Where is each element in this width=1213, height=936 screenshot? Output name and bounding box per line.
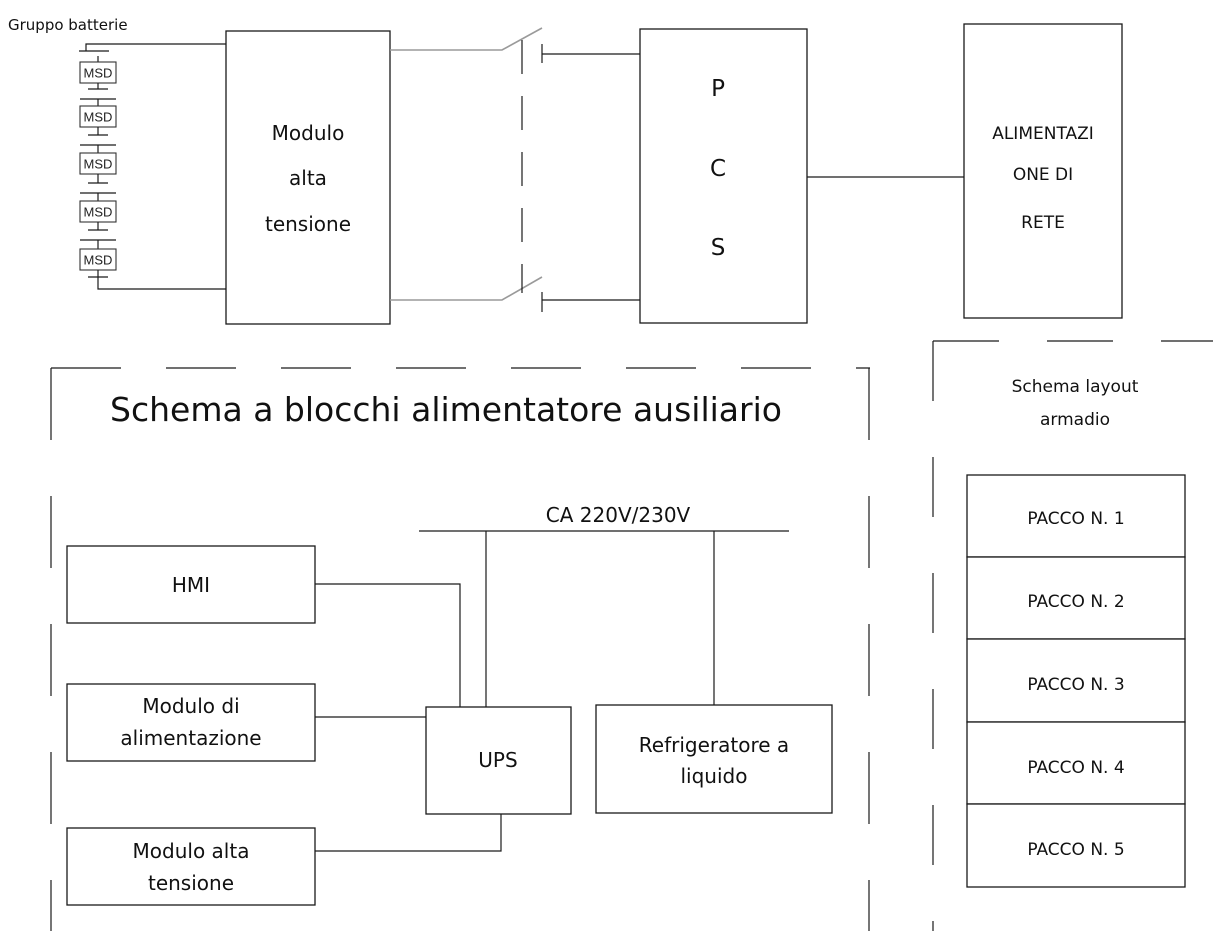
grid-supply-box (963, 23, 1123, 319)
pcs-letter-p: P (711, 76, 725, 102)
disconnector-upper-blade (390, 27, 543, 51)
ups-box (425, 706, 572, 815)
hmi-label: HMI (172, 573, 210, 597)
layout-title-line-1: Schema layout (1012, 377, 1139, 397)
pack-label-1: PACCO N. 1 (1027, 509, 1124, 529)
battery-negative-wire (97, 277, 226, 290)
power-module-box (66, 683, 316, 762)
pack-slot-2 (966, 556, 1186, 640)
hv-module-line-1: Modulo (272, 121, 345, 145)
pcs-box (639, 28, 808, 324)
layout-title-line-2: armadio (1040, 410, 1110, 430)
pack-slot-5 (966, 803, 1186, 888)
msd-label-2: MSD (84, 110, 113, 125)
ups-label: UPS (478, 748, 517, 772)
battery-positive-wire (85, 43, 226, 51)
msd-label-1: MSD (84, 66, 113, 81)
aux-hv-module-line-2: tensione (148, 871, 234, 895)
hmi-to-ups-wire (315, 583, 461, 707)
pack-slot-4 (966, 721, 1186, 805)
aux-supply-panel: Schema a blocchi alimentatore ausiliario… (50, 367, 870, 931)
hv-module-box (225, 30, 391, 325)
msd-label-4: MSD (84, 205, 113, 220)
disconnector-lower-blade (390, 276, 543, 301)
chiller-line-2: liquido (681, 764, 748, 788)
chiller-box (595, 704, 833, 814)
pack-label-5: PACCO N. 5 (1027, 840, 1124, 860)
pcs-unit: P C S (639, 28, 808, 324)
aux-hv-module-line-1: Modulo alta (133, 839, 250, 863)
pcs-letter-c: C (710, 156, 726, 182)
pack-slot-3 (966, 638, 1186, 723)
power-module-line-1: Modulo di (142, 694, 239, 718)
hv-module-to-ups-wire (315, 814, 502, 852)
power-module-line-2: alimentazione (120, 726, 261, 750)
cabinet-layout-panel: Schema layout armadio PACCO N. 1 PACCO N… (932, 340, 1213, 931)
msd-label-3: MSD (84, 157, 113, 172)
hv-module-top: Modulo alta tensione (225, 30, 391, 325)
chiller-line-1: Refrigeratore a (639, 733, 789, 757)
hv-module-line-3: tensione (265, 212, 351, 236)
aux-hv-module-box (66, 827, 316, 906)
msd-label-5: MSD (84, 253, 113, 268)
dc-disconnector (390, 27, 640, 312)
pcs-letter-s: S (711, 235, 726, 261)
battery-group: Gruppo batterie MSD MSD MSD MSD (8, 16, 226, 290)
battery-group-label: Gruppo batterie (8, 16, 128, 34)
pack-slot-1 (966, 474, 1186, 558)
grid-supply-line-2: ONE DI (1013, 165, 1073, 185)
hmi-box (66, 545, 316, 624)
grid-supply-line-3: RETE (1021, 213, 1065, 233)
pack-label-3: PACCO N. 3 (1027, 675, 1124, 695)
grid-supply: ALIMENTAZI ONE DI RETE (963, 23, 1123, 319)
pack-label-4: PACCO N. 4 (1027, 758, 1124, 778)
hv-module-line-2: alta (289, 166, 327, 190)
aux-panel-title: Schema a blocchi alimentatore ausiliario (110, 390, 782, 429)
pack-label-2: PACCO N. 2 (1027, 592, 1124, 612)
grid-supply-line-1: ALIMENTAZI (992, 124, 1094, 144)
ac-bus-label: CA 220V/230V (546, 503, 691, 527)
